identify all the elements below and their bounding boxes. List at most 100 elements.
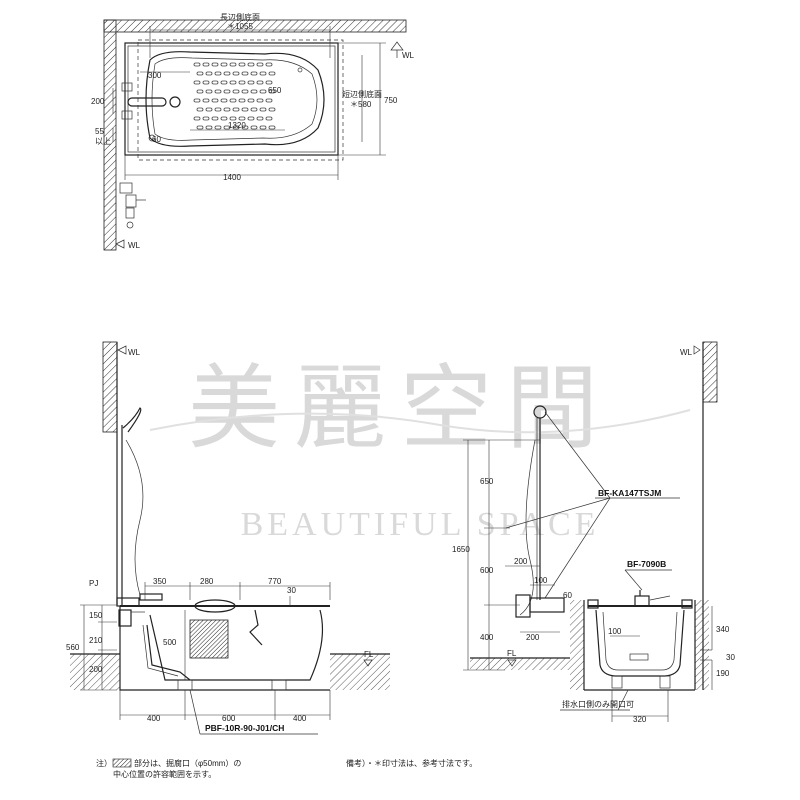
anti-slip-mark	[193, 98, 201, 103]
front-dim-100: 100	[534, 576, 548, 585]
anti-slip-mark	[223, 107, 231, 112]
side-dim-400a: 400	[147, 714, 161, 723]
plan-short-side-value: ＊580	[350, 100, 372, 109]
anti-slip-mark	[241, 125, 249, 130]
anti-slip-mark	[259, 125, 267, 130]
front-dim-320: 320	[633, 715, 647, 724]
front-drain-note: 排水口側のみ開口可	[562, 699, 634, 709]
anti-slip-mark	[196, 125, 204, 130]
side-wl-label: WL	[128, 348, 141, 357]
anti-slip-mark	[223, 125, 231, 130]
anti-slip-mark	[220, 80, 228, 85]
plan-long-side-value: ＊1055	[227, 22, 253, 31]
plan-dim-60: 60	[152, 135, 161, 144]
anti-slip-mark	[241, 71, 249, 76]
side-dim-600: 600	[222, 714, 236, 723]
side-pj-label: PJ	[89, 579, 98, 588]
anti-slip-mark	[229, 116, 237, 121]
anti-slip-mark	[247, 116, 255, 121]
plan-dim-200: 200	[91, 97, 105, 106]
front-elevation: WL BF-KA147TSJM 650 1650 600 400 200 100…	[452, 341, 735, 724]
plan-dim-55: 55	[95, 127, 104, 136]
anti-slip-mark	[247, 80, 255, 85]
anti-slip-mark	[202, 80, 210, 85]
anti-slip-mark	[223, 71, 231, 76]
anti-slip-mark	[202, 98, 210, 103]
front-fl-label: FL	[507, 649, 517, 658]
side-dim-30: 30	[287, 586, 296, 595]
side-dim-500: 500	[163, 638, 177, 647]
anti-slip-mark	[205, 89, 213, 94]
anti-slip-mark	[232, 89, 240, 94]
front-dim-340: 340	[716, 625, 730, 634]
plan-dim-650: 650	[268, 86, 282, 95]
front-dim-30: 30	[726, 653, 735, 662]
anti-slip-mark	[202, 62, 210, 67]
watermark-latin: BEAUTIFUL SPACE	[241, 506, 600, 543]
side-dim-280: 280	[200, 577, 214, 586]
anti-slip-mark	[268, 125, 276, 130]
plan-dim-1320: 1320	[228, 121, 246, 130]
anti-slip-mark	[205, 107, 213, 112]
anti-slip-mark	[211, 98, 219, 103]
front-wl-label: WL	[680, 348, 693, 357]
anti-slip-mark	[229, 62, 237, 67]
anti-slip-mark	[193, 62, 201, 67]
front-part-shower: BF-KA147TSJM	[598, 488, 661, 498]
anti-slip-mark	[238, 62, 246, 67]
side-dim-350: 350	[153, 577, 167, 586]
anti-slip-mark	[220, 98, 228, 103]
note-prefix: 注）	[96, 758, 112, 768]
side-dim-150: 150	[89, 611, 103, 620]
front-dim-200a: 200	[514, 557, 528, 566]
front-part-faucet: BF-7090B	[627, 559, 666, 569]
anti-slip-mark	[211, 116, 219, 121]
anti-slip-mark	[250, 107, 258, 112]
anti-slip-mark	[232, 125, 240, 130]
side-part-label: PBF-10R-90-J01/CH	[205, 723, 284, 733]
front-dim-200b: 200	[526, 633, 540, 642]
side-fl-label: FL	[364, 650, 374, 659]
anti-slip-mark	[205, 71, 213, 76]
watermark: 美麗空間 BEAUTIFUL SPACE	[149, 358, 691, 543]
anti-slip-mark	[241, 89, 249, 94]
anti-slip-mark	[220, 116, 228, 121]
anti-slip-mark	[256, 98, 264, 103]
anti-slip-mark	[259, 71, 267, 76]
anti-slip-mark	[238, 98, 246, 103]
note-line-1: 部分は、掘腐口（φ50mm）の	[134, 758, 241, 768]
anti-slip-mark	[259, 89, 267, 94]
side-dim-770: 770	[268, 577, 282, 586]
anti-slip-mark	[265, 116, 273, 121]
plan-wl-label: WL	[402, 51, 415, 60]
anti-slip-mark	[250, 89, 258, 94]
anti-slip-mark	[238, 80, 246, 85]
anti-slip-mark	[265, 80, 273, 85]
plan-dim-1400: 1400	[223, 173, 241, 182]
anti-slip-mark	[238, 116, 246, 121]
anti-slip-mark	[214, 125, 222, 130]
plan-long-side-label: 長辺側底面	[220, 12, 260, 22]
anti-slip-mark	[247, 62, 255, 67]
anti-slip-mark	[196, 107, 204, 112]
anti-slip-mark	[241, 107, 249, 112]
watermark-cjk: 美麗空間	[188, 358, 612, 460]
anti-slip-mark	[229, 98, 237, 103]
anti-slip-mark	[211, 80, 219, 85]
anti-slip-mark	[232, 107, 240, 112]
front-dim-1650: 1650	[452, 545, 470, 554]
anti-slip-mark	[220, 62, 228, 67]
note-line-2: 中心位置の許容範囲を示す。	[113, 769, 216, 779]
anti-slip-mark	[268, 71, 276, 76]
anti-slip-mark	[265, 98, 273, 103]
anti-slip-mark	[211, 62, 219, 67]
anti-slip-mark	[256, 116, 264, 121]
anti-slip-mark	[196, 89, 204, 94]
side-dim-200: 200	[89, 665, 103, 674]
plan-view: WL 長辺側底面 ＊1055 短辺側底面 ＊580 750 200 55 以上 …	[91, 12, 415, 251]
anti-slip-mark	[250, 71, 258, 76]
anti-slip-mark	[193, 80, 201, 85]
anti-slip-mark	[256, 80, 264, 85]
anti-slip-mark	[193, 116, 201, 121]
